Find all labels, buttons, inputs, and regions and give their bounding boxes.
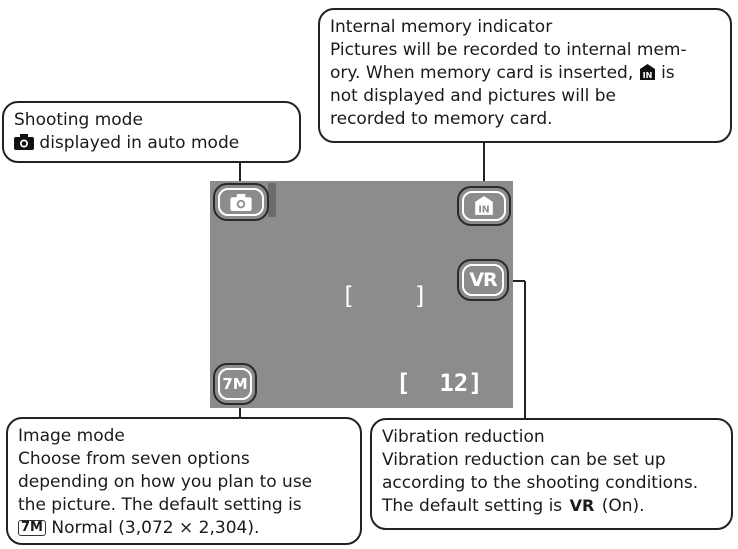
icon-highlight-ring [457, 259, 509, 301]
callout-image-mode: Image mode Choose from seven options dep… [6, 417, 362, 545]
image-mode-icon: 7M [222, 375, 248, 393]
callout-text: Pictures will be recorded to internal me… [330, 40, 687, 60]
callout-text: displayed in auto mode [39, 133, 240, 153]
vibration-reduction-indicator: VR [462, 264, 504, 296]
callout-text: Choose from seven options [18, 449, 250, 469]
callout-text: (On). [601, 496, 645, 516]
icon-highlight-ring [213, 183, 269, 221]
callout-title: Internal memory indicator [330, 17, 553, 37]
vr-icon: VR [469, 269, 497, 291]
focus-area-brackets: [ ] [341, 282, 428, 310]
screen-dark-strip [268, 183, 276, 217]
exposures-remaining: [ 12] [396, 369, 483, 397]
callout-title: Image mode [18, 426, 125, 446]
callout-text: is [661, 63, 675, 83]
image-mode-indicator: 7M [218, 368, 252, 400]
callout-shooting-mode: Shooting mode displayed in auto mode [2, 101, 301, 163]
callout-text: Normal (3,072 × 2,304). [51, 518, 260, 538]
camera-icon [230, 193, 252, 211]
shooting-mode-indicator [218, 188, 264, 216]
internal-memory-icon: IN [639, 64, 655, 80]
svg-text:IN: IN [642, 71, 652, 80]
callout-text: recorded to memory card. [330, 109, 553, 129]
camera-lcd-screen: IN VR [ ] 7M [ 12] [210, 181, 513, 408]
callout-vibration-reduction: Vibration reduction Vibration reduction … [370, 418, 733, 530]
callout-text: Vibration reduction can be set up [382, 450, 666, 470]
camera-icon [14, 134, 34, 150]
callout-text: The default setting is [382, 496, 563, 516]
callout-text: the picture. The default setting is [18, 495, 302, 515]
internal-memory-icon: IN [475, 196, 493, 215]
icon-highlight-ring [213, 363, 257, 405]
callout-text: depending on how you plan to use [18, 472, 313, 492]
callout-title: Vibration reduction [382, 427, 545, 447]
callout-text: not displayed and pictures will be [330, 86, 617, 106]
internal-memory-indicator: IN [462, 191, 506, 221]
image-mode-icon: 7M [18, 520, 46, 536]
callout-title: Shooting mode [14, 110, 143, 130]
icon-highlight-ring [457, 186, 511, 226]
callout-text: according to the shooting conditions. [382, 473, 699, 493]
vr-icon: VR [569, 496, 595, 515]
internal-memory-icon-label: IN [478, 204, 489, 215]
callout-text: ory. When memory card is inserted, [330, 63, 634, 83]
callout-internal-memory: Internal memory indicator Pictures will … [318, 8, 732, 143]
